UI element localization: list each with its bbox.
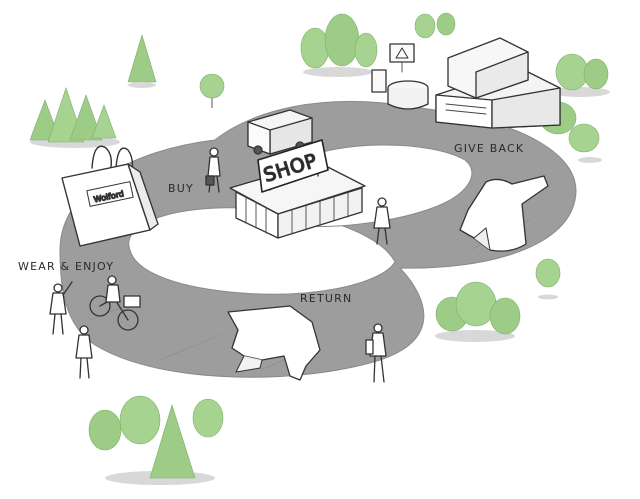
label-give-back: GIVE BACK — [454, 142, 524, 155]
shop-sign — [257, 139, 329, 193]
label-return: RETURN — [300, 292, 352, 305]
tree-cluster-bottom — [88, 395, 224, 485]
person-waving — [49, 281, 73, 335]
person-returner — [365, 323, 387, 383]
person-bottom-left — [75, 325, 93, 379]
sweater-item — [227, 305, 321, 381]
shopping-bag: Wolford — [61, 145, 159, 247]
tree-cluster-top — [300, 12, 456, 77]
recycling-facility — [371, 37, 561, 129]
tree-cluster-top-left — [29, 33, 225, 148]
label-buy: BUY — [168, 182, 194, 195]
road-inner-left — [128, 207, 396, 295]
blouse-item — [459, 175, 549, 252]
person-cyclist — [89, 275, 141, 331]
label-wear-enjoy: WEAR & ENJOY — [18, 260, 114, 273]
trees — [29, 12, 610, 485]
people — [49, 147, 391, 383]
bag-brand-box — [86, 181, 134, 207]
person-shopper — [205, 147, 221, 193]
delivery-truck — [247, 109, 313, 155]
person-walker-center — [373, 197, 391, 245]
tree-cluster-right — [435, 53, 610, 342]
shop-building: SHOP — [229, 139, 366, 239]
